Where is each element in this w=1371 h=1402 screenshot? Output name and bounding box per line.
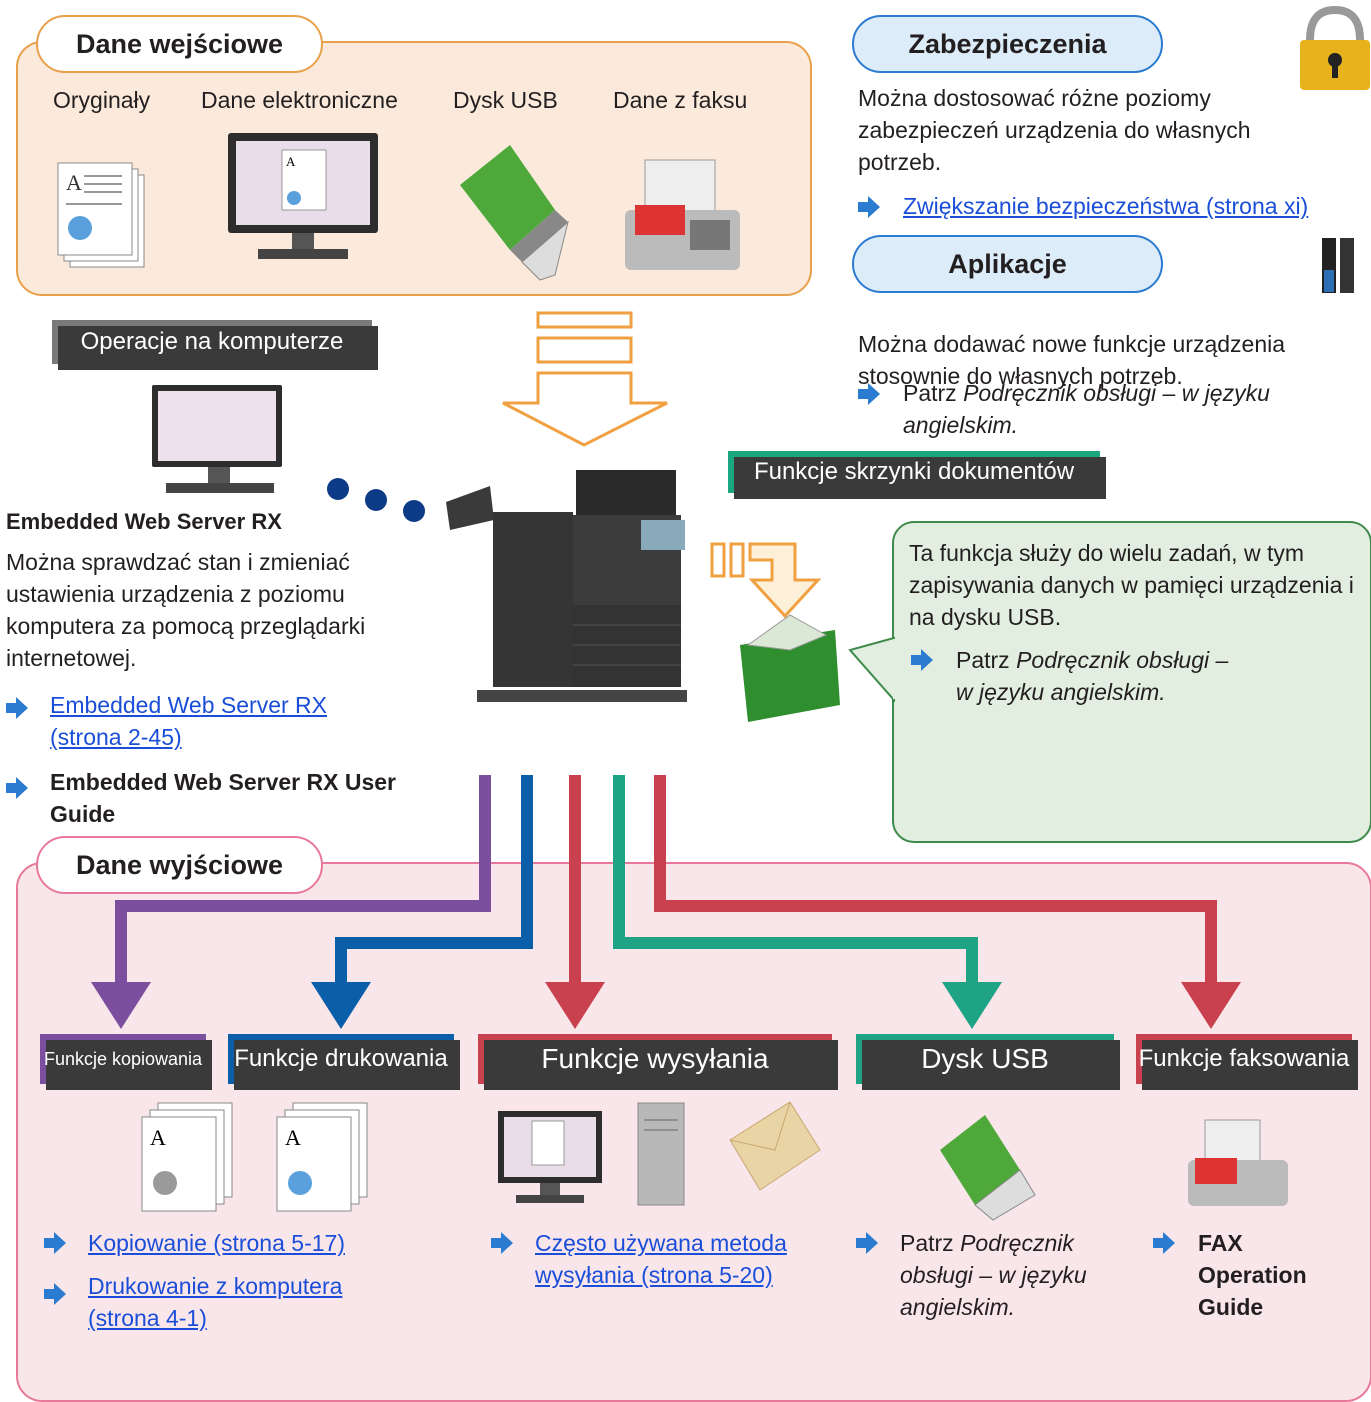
fax-output-icon <box>1188 1119 1288 1206</box>
usb-ref-line1: Podręcznik <box>960 1230 1074 1256</box>
callout-pointer <box>848 636 895 703</box>
ews-user-guide-line1: Embedded Web Server RX User <box>50 769 396 795</box>
fax-guide-line1: FAX <box>1198 1230 1243 1256</box>
usb-output-icon <box>940 1115 1036 1221</box>
copy-link[interactable]: Kopiowanie (strona 5-17) <box>88 1230 345 1256</box>
copy-arrowhead <box>91 982 151 1029</box>
monitor-icon: A <box>228 133 378 259</box>
apps-reference: Patrz Podręcznik obsługi – w języku angi… <box>903 377 1363 441</box>
usb-arrowhead <box>942 982 1002 1029</box>
print-link-line1[interactable]: Drukowanie z komputera <box>88 1273 343 1299</box>
bullet-arrow-icon <box>44 1232 66 1254</box>
server-icon <box>637 1102 685 1206</box>
docbox-ref-prefix: Patrz <box>956 647 1017 673</box>
send-link-line2[interactable]: wysyłania (strona 5-20) <box>535 1262 773 1288</box>
ews-description: Można sprawdzać stan i zmieniać ustawien… <box>6 549 366 671</box>
docbox-flow-arrow <box>710 542 822 619</box>
docbox-ref-title-end: w języku angielskim. <box>956 679 1166 705</box>
docbox-callout <box>892 521 1371 843</box>
originals-icon: A <box>57 162 145 268</box>
security-link[interactable]: Zwiększanie bezpieczeństwa (strona xi) <box>903 193 1309 219</box>
fax-functions-label: Funkcje faksowania <box>1136 1034 1358 1090</box>
bullet-arrow-icon <box>858 383 880 405</box>
network-dot <box>365 489 387 511</box>
apps-ref-title-end: angielskim. <box>903 412 1019 438</box>
input-item-usb: Dysk USB <box>453 87 558 113</box>
send-functions-label: Funkcje wysyłania <box>478 1034 838 1090</box>
svg-text:A: A <box>66 170 82 195</box>
send-pc-icon <box>498 1111 602 1203</box>
ews-link[interactable]: Embedded Web Server RX (strona 2-45) <box>50 689 430 753</box>
fax-machine-icon <box>625 159 740 270</box>
fax-guide-line3: Guide <box>1198 1294 1264 1320</box>
ews-link-line2[interactable]: (strona 2-45) <box>50 724 182 750</box>
input-item-fax: Dane z faksu <box>613 87 748 113</box>
svg-text:A: A <box>150 1125 166 1150</box>
send-arrowhead <box>545 982 605 1029</box>
bullet-arrow-icon <box>491 1232 513 1254</box>
print-flow-line <box>335 775 533 985</box>
copy-doc-icon: A <box>141 1102 233 1212</box>
print-link[interactable]: Drukowanie z komputera (strona 4-1) <box>88 1270 342 1334</box>
print-link-line2[interactable]: (strona 4-1) <box>88 1305 207 1331</box>
send-link[interactable]: Często używana metoda wysyłania (strona … <box>535 1227 787 1291</box>
usb-output-label: Dysk USB <box>856 1034 1120 1090</box>
email-envelope-icon <box>729 1101 821 1191</box>
docbox-label: Funkcje skrzynki dokumentów <box>728 451 1106 499</box>
bullet-arrow-icon <box>856 1232 878 1254</box>
output-panel <box>16 862 1371 1402</box>
copy-functions-label: Funkcje kopiowania <box>40 1034 212 1090</box>
security-title: Zabezpieczenia <box>852 15 1163 73</box>
network-dot <box>327 478 349 500</box>
svg-text:A: A <box>286 154 296 169</box>
ews-user-guide: Embedded Web Server RX User Guide <box>50 766 470 830</box>
ews-title: Embedded Web Server RX <box>6 509 282 534</box>
printer-icon <box>446 470 687 702</box>
fax-guide: FAX Operation Guide <box>1198 1227 1358 1323</box>
svg-text:A: A <box>285 1125 301 1150</box>
print-functions-label: Funkcje drukowania <box>228 1034 460 1090</box>
bullet-arrow-icon <box>858 196 880 218</box>
usb-ref-prefix: Patrz <box>900 1230 961 1256</box>
print-doc-icon: A <box>276 1102 368 1212</box>
ews-link-line1[interactable]: Embedded Web Server RX <box>50 692 327 718</box>
bullet-arrow-icon <box>44 1283 66 1305</box>
security-description: Można dostosować różne poziomy zabezpiec… <box>858 85 1251 175</box>
docbox-description: Ta funkcja służy do wielu zadań, w tym z… <box>909 540 1354 630</box>
usb-ref-line2: obsługi – w języku <box>900 1262 1087 1288</box>
ews-user-guide-line2: Guide <box>50 801 116 827</box>
bullet-arrow-icon <box>911 649 933 671</box>
apps-description: Można dodawać nowe funkcje urządzenia st… <box>858 331 1286 389</box>
docbox-reference: Patrz Podręcznik obsługi – w języku angi… <box>956 644 1336 708</box>
apps-title: Aplikacje <box>852 235 1163 293</box>
copy-flow-line <box>115 775 491 985</box>
bullet-arrow-icon <box>1153 1232 1175 1254</box>
input-item-electronic: Dane elektroniczne <box>201 87 398 113</box>
tools-icon <box>1322 238 1354 293</box>
network-dot <box>403 500 425 522</box>
docbox-ref-title: Podręcznik obsługi – <box>1016 647 1229 673</box>
fax-arrowhead <box>1181 982 1241 1029</box>
bullet-arrow-icon <box>6 697 28 719</box>
input-title: Dane wejściowe <box>36 15 323 73</box>
send-link-line1[interactable]: Często używana metoda <box>535 1230 787 1256</box>
bullet-arrow-icon <box>6 777 28 799</box>
print-arrowhead <box>311 982 371 1029</box>
usb-flow-line <box>613 775 978 985</box>
fax-flow-line <box>654 775 1217 985</box>
fax-guide-line2: Operation <box>1198 1262 1307 1288</box>
output-title: Dane wyjściowe <box>36 836 323 894</box>
usb-reference: Patrz Podręcznik obsługi – w języku angi… <box>900 1227 1140 1323</box>
pc-operations-label: Operacje na komputerze <box>52 320 378 370</box>
usb-ref-line3: angielskim. <box>900 1294 1016 1320</box>
input-item-originals: Oryginały <box>53 87 151 113</box>
usb-drive-icon <box>460 145 569 281</box>
input-flow-arrow <box>502 311 668 447</box>
apps-ref-prefix: Patrz <box>903 380 964 406</box>
lock-icon <box>1300 5 1370 90</box>
apps-ref-title: Podręcznik obsługi – w języku <box>963 380 1270 406</box>
pc-monitor-icon <box>152 385 282 493</box>
document-box-icon <box>740 614 840 722</box>
